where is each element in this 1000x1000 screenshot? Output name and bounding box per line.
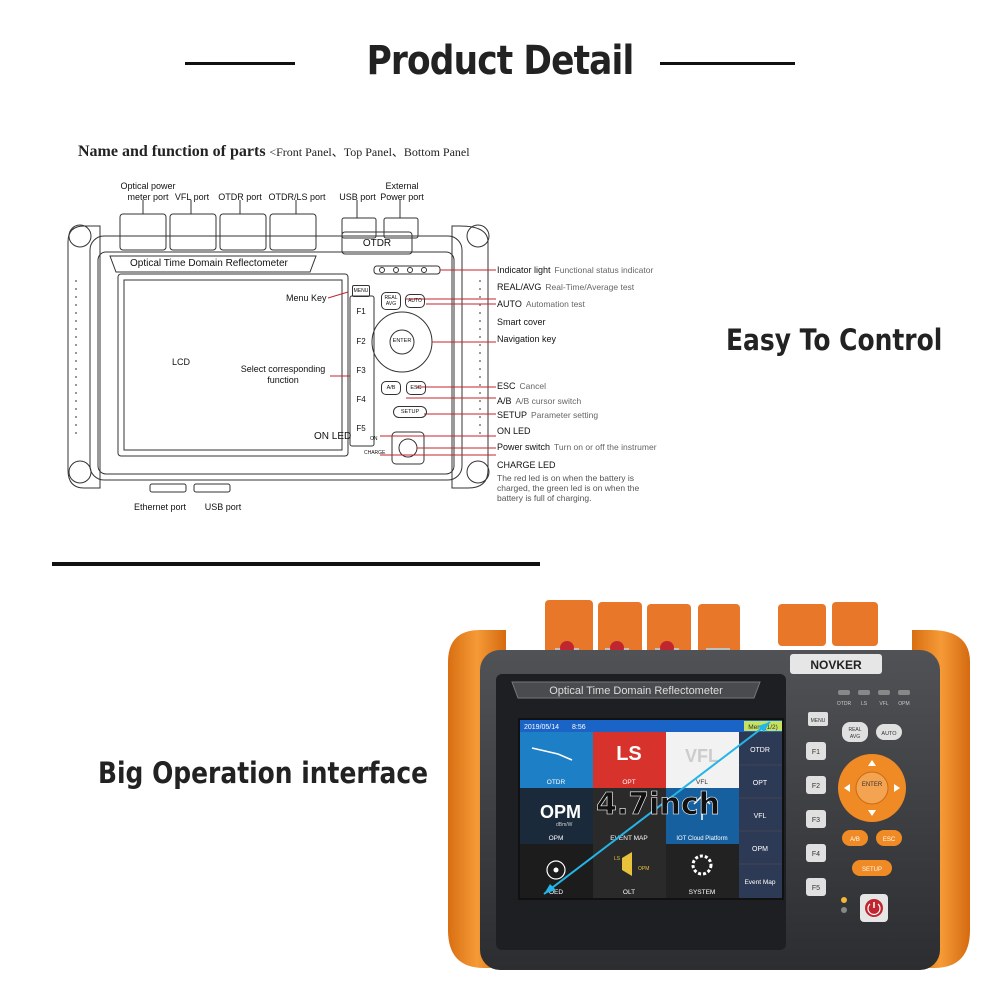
key-avg: AVG: [850, 734, 860, 740]
tile-system: SYSTEM: [689, 889, 716, 896]
tile-ls-big: LS: [616, 743, 642, 765]
tile-opt: OPT: [622, 779, 635, 786]
diagram-key-on: ON: [370, 436, 378, 442]
status-time: 8:56: [572, 724, 586, 731]
diagram-key-esc: ESC: [406, 381, 426, 395]
key-auto: AUTO: [881, 731, 897, 737]
diagram-key-f2: F2: [356, 337, 366, 346]
key-f1: F1: [812, 749, 820, 756]
tile-otdr: OTDR: [547, 779, 566, 786]
tile-olt: OLT: [623, 889, 635, 896]
device-screen: 2019/05/14 8:56 Menu(1/2) LS VFL OPM dBm…: [518, 718, 784, 900]
bottom-port-label-ethernet: Ethernet port: [133, 502, 187, 512]
callout-navigation-key: Navigation key: [497, 334, 557, 344]
header-rule-right: [660, 62, 795, 65]
parts-heading-sub: <Front Panel、Top Panel、Bottom Panel: [269, 145, 470, 159]
led-label-otdr: OTDR: [837, 701, 852, 707]
device-panel-title: Optical Time Domain Reflectometer: [549, 685, 723, 697]
key-ab: A/B: [850, 837, 860, 843]
key-f5: F5: [812, 885, 820, 892]
section-divider: [52, 562, 540, 566]
key-f4: F4: [812, 851, 820, 858]
diagram-key-f4: F4: [356, 395, 366, 404]
tile-olt-opm: OPM: [638, 866, 649, 872]
diagram-key-f3: F3: [356, 366, 366, 375]
diagram-lcd-label: LCD: [172, 357, 191, 367]
tile-opm: OPM: [549, 835, 564, 842]
diagram-menu-key-label: Menu Key: [286, 293, 327, 303]
tile-event-map: EVENT MAP: [610, 835, 647, 842]
callout-on-led: ON LED: [497, 426, 531, 436]
parts-heading: Name and function of parts <Front Panel、…: [78, 143, 470, 161]
tile-olt-ls: LS: [614, 856, 621, 862]
parts-heading-main: Name and function of parts: [78, 143, 266, 160]
key-f3: F3: [812, 817, 820, 824]
page-title: Product Detail: [366, 38, 635, 84]
top-port-label-usb: USB port: [339, 192, 376, 202]
diagram-badge: OTDR: [362, 238, 392, 249]
diagram-key-charge: CHARGE: [364, 450, 386, 456]
led-label-opm: OPM: [898, 701, 909, 707]
led-label-ls: LS: [861, 701, 868, 707]
side-menu-otdr: OTDR: [750, 747, 770, 754]
device-diagram: [67, 200, 496, 493]
tile-iot: IOT Cloud Platform: [676, 836, 727, 842]
header-rule-left: [185, 62, 295, 65]
diagram-key-enter: ENTER: [392, 338, 412, 344]
tile-opm-sub: dBm/W: [556, 822, 573, 828]
device-brand: NOVKER: [810, 658, 862, 672]
charge-led-note: The red led is on when the battery is ch…: [497, 473, 640, 503]
indicator-leds: OTDR LS VFL OPM: [837, 690, 910, 707]
device-keys: MENU REAL AVG AUTO F1 F2 F3 F4 F5 ENTER …: [806, 712, 906, 922]
led-label-vfl: VFL: [879, 701, 888, 707]
key-real: REAL: [848, 727, 861, 733]
diagram-key-f1: F1: [356, 307, 366, 316]
diagram-key-setup: SETUP: [393, 406, 427, 418]
key-f2: F2: [812, 783, 820, 790]
big-operation-title: Big Operation interface: [98, 756, 429, 790]
top-port-label-otdr-ls: OTDR/LS port: [268, 192, 326, 202]
tile-opm-big: OPM: [540, 802, 581, 822]
bottom-port-label-usb: USB port: [204, 502, 242, 512]
key-enter: ENTER: [862, 782, 883, 788]
tile-oed: OED: [549, 889, 563, 896]
side-menu-event-map: Event Map: [744, 879, 775, 886]
key-menu: MENU: [811, 718, 826, 724]
diagram-key-ab: A/B: [381, 381, 401, 395]
diagram-key-f5: F5: [356, 424, 366, 433]
diagram-panel-title: Optical Time Domain Reflectometer: [130, 258, 288, 269]
diagram-key-menu: MENU: [352, 285, 370, 297]
easy-to-control-title: Easy To Control: [726, 323, 943, 357]
key-setup: SETUP: [862, 867, 882, 873]
screen-size-label: 4.7inch: [596, 787, 720, 822]
device-photo: NOVKER Optical Time Domain Reflectometer…: [448, 600, 970, 970]
key-esc: ESC: [883, 837, 896, 843]
tile-vfl-big: VFL: [685, 746, 719, 766]
diagram-key-auto: AUTO: [405, 294, 425, 308]
side-menu-opm: OPM: [752, 846, 768, 853]
side-menu-vfl: VFL: [754, 813, 767, 820]
side-menu-opt: OPT: [753, 780, 768, 787]
diagram-on-led-label: ON LED: [314, 431, 352, 442]
top-port-label-otdr: OTDR port: [218, 192, 262, 202]
status-date: 2019/05/14: [524, 724, 559, 731]
tile-vfl: VFL: [696, 779, 708, 786]
callout-charge-led: CHARGE LED: [497, 460, 556, 470]
callout-smart-cover: Smart cover: [497, 317, 546, 327]
top-port-label-vfl: VFL port: [174, 192, 210, 202]
